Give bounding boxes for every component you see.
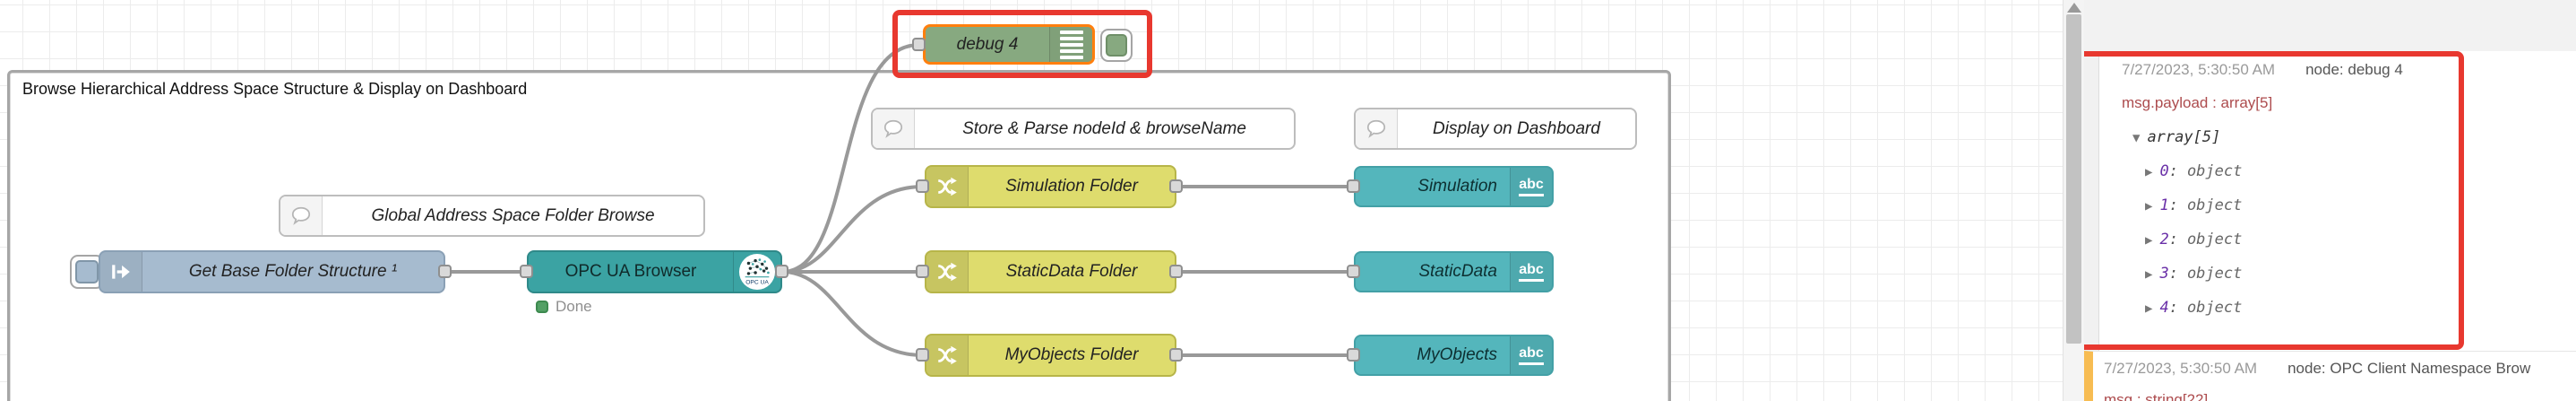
switch-static-output-port[interactable] [1169, 265, 1183, 278]
timestamp: 7/27/2023, 5:30:50 AM [2122, 61, 2276, 78]
comment-label: Global Address Space Folder Browse [371, 205, 655, 225]
group-title: Browse Hierarchical Address Space Struct… [22, 80, 528, 98]
opcua-input-port[interactable] [520, 265, 533, 278]
switch-sim-output-port[interactable] [1169, 179, 1183, 193]
status-dot-icon [536, 301, 548, 313]
opcua-browser-node[interactable]: OPC UA Browser [527, 250, 782, 293]
wire-opcua-myobjects [780, 270, 925, 357]
debug-message[interactable]: 7/27/2023, 5:30:50 AM node: debug 4 msg.p… [2084, 51, 2576, 351]
comment-bubble-icon [873, 109, 915, 148]
message-property: msg : string[22] [2104, 391, 2209, 401]
comment-bubble-icon [1356, 109, 1398, 148]
tree-item-row[interactable]: ▶2:object [2145, 231, 2243, 248]
expand-arrow-icon[interactable]: ▶ [2145, 233, 2153, 248]
debug-message-warn[interactable]: 7/27/2023, 5:30:50 AM node: OPC Client Na… [2084, 351, 2576, 401]
source-node: node: debug 4 [2305, 61, 2403, 78]
message-property: msg.payload : array[5] [2122, 94, 2273, 111]
switch-sim-input-port[interactable] [916, 179, 929, 193]
switch-node-staticdata[interactable]: StaticData Folder [925, 250, 1176, 293]
switch-static-input-port[interactable] [916, 265, 929, 278]
expand-arrow-icon[interactable]: ▶ [2145, 199, 2153, 214]
abc-text-icon: abc [1510, 168, 1552, 205]
switch-node-myobjects[interactable]: MyObjects Folder [925, 334, 1176, 377]
inject-node-label: Get Base Folder Structure ¹ [188, 262, 398, 281]
inject-arrow-icon [100, 252, 142, 292]
wire-opcua-debug [780, 43, 921, 274]
timestamp: 7/27/2023, 5:30:50 AM [2104, 360, 2258, 377]
comment-global-address-space[interactable]: Global Address Space Folder Browse [279, 195, 705, 237]
switch-shuffle-icon [926, 167, 969, 206]
annotation-box-debug-node [892, 10, 1152, 78]
wires-layer [444, 43, 1356, 357]
display-sim-input-port[interactable] [1347, 179, 1360, 193]
comment-store-parse[interactable]: Store & Parse nodeId & browseName [871, 108, 1296, 150]
inject-output-port[interactable] [438, 265, 452, 278]
switch-myobj-output-port[interactable] [1169, 348, 1183, 362]
opcua-browser-label: OPC UA Browser [564, 262, 697, 281]
inject-node[interactable]: Get Base Folder Structure ¹ [99, 250, 445, 293]
switch-shuffle-icon [926, 252, 969, 292]
opcua-status: Done [536, 298, 592, 316]
tree-root-row[interactable]: ▼array[5] [2132, 128, 2221, 146]
scrollbar-thumb[interactable] [2066, 14, 2081, 344]
debug-input-port[interactable] [912, 38, 926, 51]
sidebar-top-strip [2084, 0, 2576, 52]
debug-list-icon [1049, 27, 1092, 62]
abc-text-icon: abc [1510, 253, 1552, 291]
canvas-scrollbar[interactable] [2063, 0, 2085, 401]
tree-item-row[interactable]: ▶3:object [2145, 265, 2243, 283]
switch-node-label: Simulation Folder [1005, 177, 1138, 196]
scroll-up-arrow-icon[interactable] [2067, 3, 2081, 13]
display-node-staticdata[interactable]: StaticData abc [1354, 251, 1554, 292]
tree-item-row[interactable]: ▶1:object [2145, 196, 2243, 214]
tree-item-row[interactable]: ▶4:object [2145, 299, 2243, 317]
switch-node-label: MyObjects Folder [1004, 345, 1139, 364]
display-node-myobjects[interactable]: MyObjects abc [1354, 335, 1554, 376]
expand-arrow-icon[interactable]: ▶ [2145, 267, 2153, 282]
tree-item-row[interactable]: ▶0:object [2145, 162, 2243, 180]
debug-node-label: debug 4 [956, 34, 1019, 54]
switch-node-label: StaticData Folder [1005, 262, 1138, 281]
debug-node[interactable]: debug 4 [923, 24, 1095, 65]
flow-canvas[interactable]: Browse Hierarchical Address Space Struct… [0, 0, 2063, 401]
comment-bubble-icon [280, 196, 323, 235]
annotation-box-debug-output [2084, 51, 2464, 350]
wire-opcua-simulation [780, 185, 925, 274]
switch-shuffle-icon [926, 336, 969, 375]
comment-display-dashboard[interactable]: Display on Dashboard [1354, 108, 1637, 150]
svg-text:OPC UA: OPC UA [745, 279, 769, 285]
opcua-output-port[interactable] [775, 265, 788, 278]
display-node-simulation[interactable]: Simulation abc [1354, 166, 1554, 207]
display-static-input-port[interactable] [1347, 265, 1360, 278]
abc-text-icon: abc [1510, 336, 1552, 374]
display-node-label: Simulation [1417, 177, 1497, 196]
comment-label: Store & Parse nodeId & browseName [962, 118, 1246, 138]
comment-label: Display on Dashboard [1433, 118, 1600, 138]
opcua-icon: OPC UA [733, 252, 780, 292]
inject-button-fill[interactable] [75, 260, 99, 283]
display-myobj-input-port[interactable] [1347, 348, 1360, 362]
debug-sidebar: 7/27/2023, 5:30:50 AM node: debug 4 msg.p… [2084, 0, 2576, 401]
display-node-label: MyObjects [1417, 345, 1497, 364]
display-node-label: StaticData [1418, 262, 1497, 281]
debug-message-meta: 7/27/2023, 5:30:50 AM node: OPC Client Na… [2104, 360, 2530, 378]
expand-arrow-icon[interactable]: ▶ [2145, 301, 2153, 316]
debug-message-meta: 7/27/2023, 5:30:50 AM node: debug 4 [2122, 61, 2403, 79]
status-text: Done [556, 298, 592, 315]
debug-toggle-fill[interactable] [1106, 34, 1127, 57]
switch-myobj-input-port[interactable] [916, 348, 929, 362]
source-node: node: OPC Client Namespace Brow [2287, 360, 2531, 377]
expand-arrow-icon[interactable]: ▶ [2145, 165, 2153, 179]
collapse-arrow-icon[interactable]: ▼ [2132, 131, 2141, 145]
switch-node-simulation[interactable]: Simulation Folder [925, 165, 1176, 208]
